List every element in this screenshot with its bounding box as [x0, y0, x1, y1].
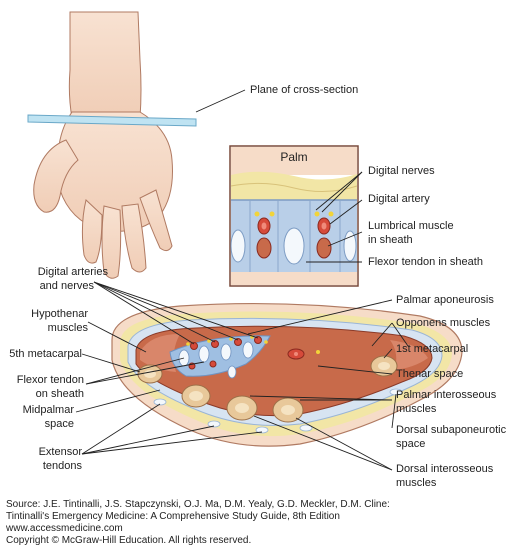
- label-digital-arteries-1: Digital arteries: [37, 266, 108, 278]
- label-1st-metacarpal: 1st metacarpal: [396, 343, 469, 355]
- label-midpalmar-2: space: [44, 418, 74, 430]
- label-lumbrical-muscle-2: in sheath: [368, 234, 413, 246]
- label-midpalmar-1: Midpalmar: [22, 404, 74, 416]
- label-dorsal-interosseous-2: muscles: [396, 477, 437, 489]
- label-extensor-1: Extensor: [38, 446, 82, 458]
- label-digital-nerves: Digital nerves: [368, 165, 435, 177]
- label-plane-of-cross-section: Plane of cross-section: [250, 84, 359, 96]
- source-line-4: Copyright © McGraw-Hill Education. All r…: [6, 535, 252, 546]
- hand-drawing: [33, 11, 173, 279]
- label-opponens-muscles: Opponens muscles: [396, 317, 491, 329]
- label-palmar-interosseous-1: Palmar interosseous: [396, 389, 497, 401]
- label-lumbrical-muscle-1: Lumbrical muscle: [368, 220, 454, 232]
- label-digital-arteries-2: and nerves: [39, 280, 94, 292]
- source-line-1: Source: J.E. Tintinalli, J.S. Stapczynsk…: [6, 499, 390, 510]
- hand-cross-section: [111, 302, 463, 447]
- cross-section-plane: [27, 114, 197, 127]
- label-palmar-aponeurosis: Palmar aponeurosis: [396, 294, 494, 306]
- label-flexor-tendon-in-sheath: Flexor tendon in sheath: [368, 256, 483, 268]
- label-dorsal-subaponeurotic-2: space: [396, 438, 426, 450]
- label-hypothenar-1: Hypothenar: [31, 308, 88, 320]
- label-extensor-2: tendons: [42, 460, 82, 472]
- label-5th-metacarpal: 5th metacarpal: [9, 348, 82, 360]
- source-line-3: www.accessmedicine.com: [6, 523, 123, 534]
- label-palmar-interosseous-2: muscles: [396, 403, 437, 415]
- label-digital-artery: Digital artery: [368, 193, 430, 205]
- label-hypothenar-2: muscles: [47, 322, 88, 334]
- palm-inset: [229, 145, 359, 287]
- label-palm: Palm: [280, 150, 308, 164]
- label-dorsal-interosseous-1: Dorsal interosseous: [396, 463, 494, 475]
- label-flexor-tendon-on-1: Flexor tendon: [16, 374, 84, 386]
- source-line-2: Tintinalli's Emergency Medicine: A Compr…: [6, 511, 340, 522]
- leader-lines: [75, 89, 409, 471]
- label-thenar-space: Thenar space: [396, 368, 464, 380]
- label-dorsal-subaponeurotic-1: Dorsal subaponeurotic: [396, 424, 507, 436]
- label-flexor-tendon-on-2: on sheath: [35, 388, 84, 400]
